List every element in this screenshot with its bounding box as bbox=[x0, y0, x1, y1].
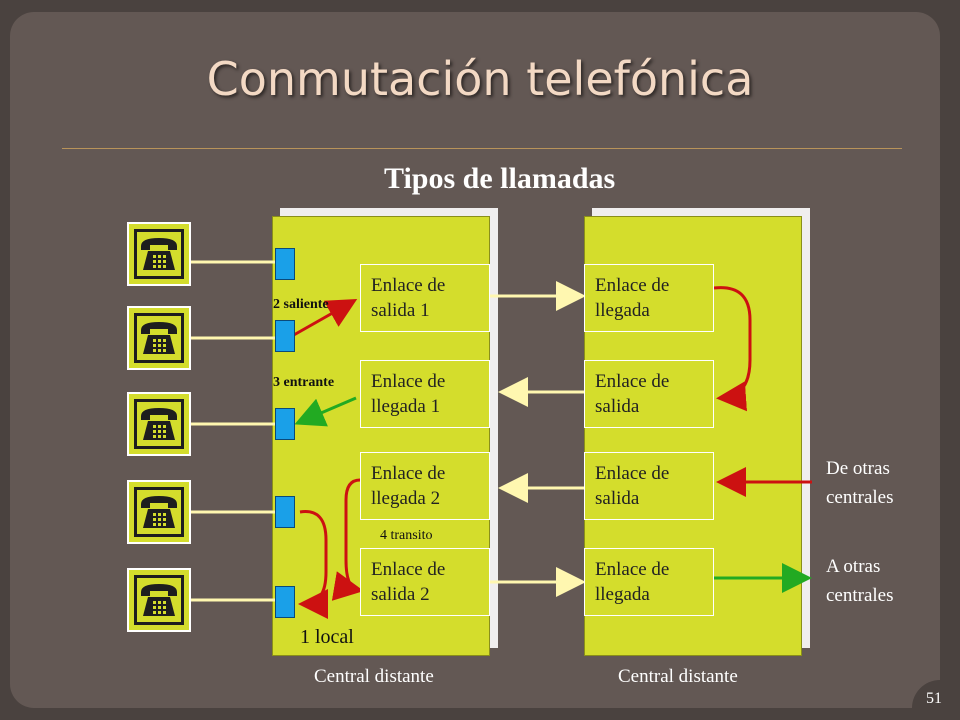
right-box-salida-2: Enlace de salida bbox=[584, 452, 714, 520]
incoming-call-arrow bbox=[294, 396, 357, 427]
side-line-1: De otras bbox=[826, 458, 890, 479]
box-line-1: Enlace de bbox=[595, 275, 670, 296]
label-to-other-centrals: A otras centrales bbox=[826, 552, 894, 610]
side-line-1: A otras bbox=[826, 556, 881, 577]
telephone-1 bbox=[127, 222, 191, 286]
left-box-salida-2: Enlace de salida 2 bbox=[360, 548, 490, 616]
box-line-2: salida 2 bbox=[371, 584, 430, 605]
right-box-llegada-2: Enlace de llegada bbox=[584, 548, 714, 616]
telephone-icon bbox=[141, 322, 177, 354]
right-central-label: Central distante bbox=[618, 666, 738, 687]
telephone-icon bbox=[141, 408, 177, 440]
telephone-5 bbox=[127, 568, 191, 632]
box-line-2: llegada bbox=[595, 584, 650, 605]
telephone-4 bbox=[127, 480, 191, 544]
telephone-2 bbox=[127, 306, 191, 370]
local-call-arrow bbox=[298, 510, 329, 619]
box-line-1: Enlace de bbox=[371, 463, 446, 484]
telephone-icon bbox=[141, 238, 177, 270]
port-2 bbox=[275, 320, 295, 352]
box-line-2: salida bbox=[595, 396, 640, 417]
label-from-other-centrals: De otras centrales bbox=[826, 454, 894, 512]
telephone-icon bbox=[141, 496, 177, 528]
box-line-2: llegada 1 bbox=[371, 396, 441, 417]
transit-call-arrow bbox=[331, 478, 364, 601]
box-line-2: llegada bbox=[595, 300, 650, 321]
label-local: 1 local bbox=[300, 626, 354, 648]
right-box-llegada-1: Enlace de llegada bbox=[584, 264, 714, 332]
box-line-1: Enlace de bbox=[371, 371, 446, 392]
side-line-2: centrales bbox=[826, 487, 894, 508]
box-line-2: salida 1 bbox=[371, 300, 430, 321]
title-divider bbox=[62, 148, 902, 149]
box-line-2: llegada 2 bbox=[371, 488, 441, 509]
outgoing-call-arrow bbox=[291, 299, 358, 338]
left-box-llegada-2: Enlace de llegada 2 bbox=[360, 452, 490, 520]
right-transit-arrow bbox=[713, 286, 752, 412]
port-4 bbox=[275, 496, 295, 528]
port-3 bbox=[275, 408, 295, 440]
telephone-3 bbox=[127, 392, 191, 456]
left-box-llegada-1: Enlace de llegada 1 bbox=[360, 360, 490, 428]
box-line-1: Enlace de bbox=[371, 275, 446, 296]
label-entrante: 3 entrante bbox=[273, 375, 335, 390]
right-box-salida-1: Enlace de salida bbox=[584, 360, 714, 428]
port-1 bbox=[275, 248, 295, 280]
box-line-1: Enlace de bbox=[595, 463, 670, 484]
label-saliente: 2 saliente bbox=[273, 297, 329, 312]
box-line-1: Enlace de bbox=[371, 559, 446, 580]
side-line-2: centrales bbox=[826, 585, 894, 606]
left-central-label: Central distante bbox=[314, 666, 434, 687]
slide-title: Conmutación telefónica bbox=[206, 52, 754, 106]
page-number: 51 bbox=[926, 690, 942, 707]
slide-subtitle: Tipos de llamadas bbox=[384, 162, 616, 195]
left-box-salida-1: Enlace de salida 1 bbox=[360, 264, 490, 332]
box-line-2: salida bbox=[595, 488, 640, 509]
box-line-1: Enlace de bbox=[595, 371, 670, 392]
box-line-1: Enlace de bbox=[595, 559, 670, 580]
telephone-icon bbox=[141, 584, 177, 616]
label-transito: 4 transito bbox=[380, 528, 433, 543]
port-5 bbox=[275, 586, 295, 618]
